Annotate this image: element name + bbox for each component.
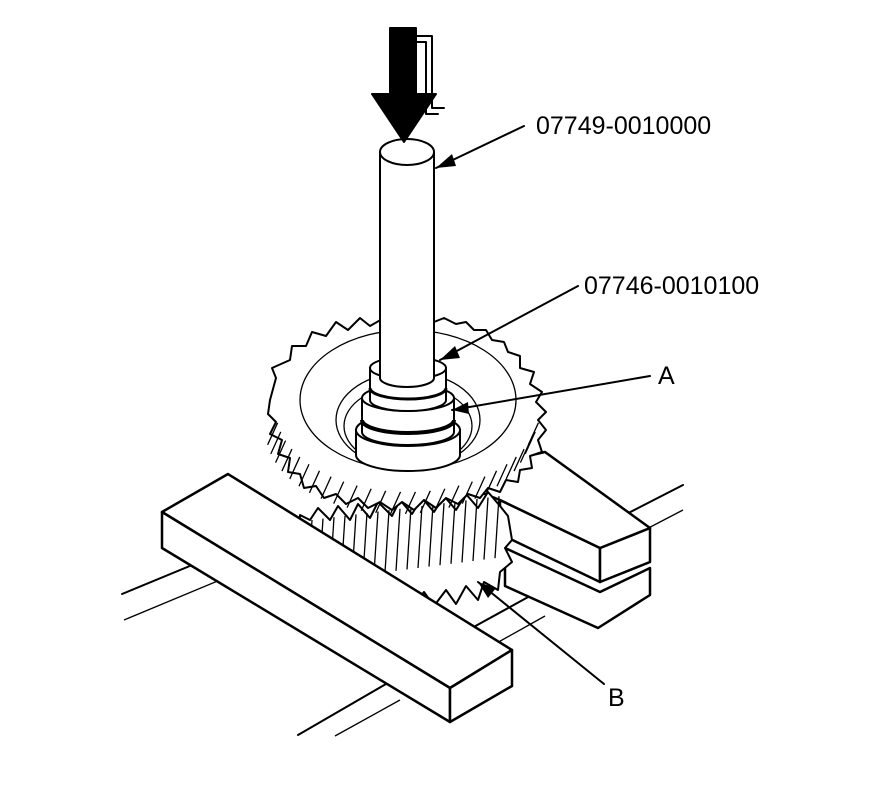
- driver-shaft: [379, 138, 435, 388]
- tool-driver-callout: 07749-0010000: [536, 112, 711, 140]
- press-force-arrow-icon: [371, 27, 445, 143]
- part-b-callout: B: [608, 684, 625, 712]
- front-support-block: [160, 472, 514, 724]
- tool-attachment-callout: 07746-0010100: [584, 272, 759, 300]
- part-a-callout: A: [658, 362, 675, 390]
- leader-lines: [435, 125, 651, 685]
